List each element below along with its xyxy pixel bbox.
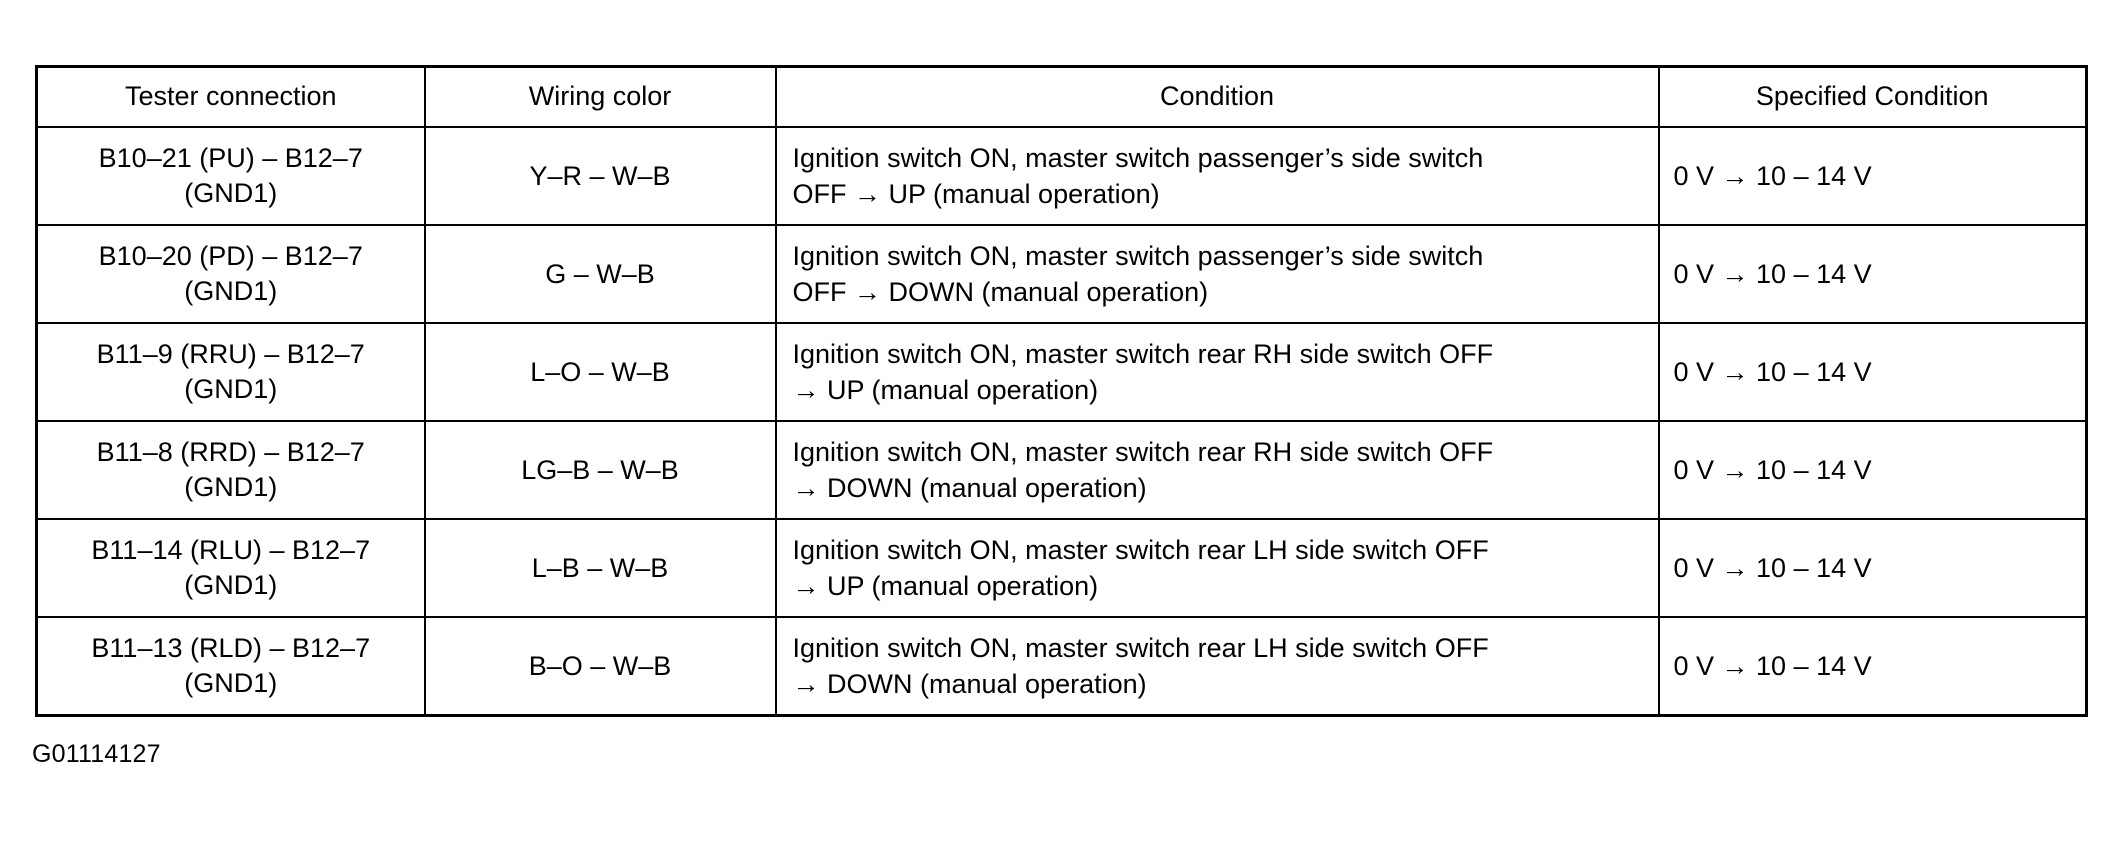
condition-line-1: Ignition switch ON, master switch rear L… — [792, 632, 1489, 663]
column-header-condition: Condition — [774, 65, 1660, 128]
condition-line-1: Ignition switch ON, master switch rear L… — [792, 534, 1489, 565]
cell-specified-condition: 0 V → 10 – 14 V — [1657, 420, 2088, 520]
cell-tester-connection: B10–20 (PD) – B12–7 (GND1) — [35, 224, 426, 324]
tester-connection-line-2: (GND1) — [184, 667, 278, 698]
condition-line-2: → UP (manual operation) — [792, 375, 1099, 405]
cell-condition: Ignition switch ON, master switch rear L… — [774, 616, 1660, 716]
condition-line-2: → DOWN (manual operation) — [792, 668, 1147, 699]
cell-wiring-color: B–O – W–B — [423, 616, 777, 716]
condition-line-2: → DOWN (manual operation) — [792, 473, 1147, 503]
cell-condition: Ignition switch ON, master switch passen… — [774, 224, 1660, 324]
table-row: B11–8 (RRD) – B12–7 (GND1) LG–B – W–B Ig… — [35, 420, 2088, 520]
tester-connection-line-2: (GND1) — [184, 276, 278, 306]
cell-condition: Ignition switch ON, master switch rear L… — [774, 518, 1660, 618]
table-row: B11–13 (RLD) – B12–7 (GND1) B–O – W–B Ig… — [35, 616, 2088, 716]
tester-connection-line-1: B10–20 (PD) – B12–7 — [98, 241, 363, 272]
cell-wiring-color: G – W–B — [423, 224, 777, 324]
tester-connection-line-2: (GND1) — [184, 472, 278, 502]
cell-tester-connection: B11–8 (RRD) – B12–7 (GND1) — [35, 420, 426, 520]
table-row: B11–14 (RLU) – B12–7 (GND1) L–B – W–B Ig… — [35, 518, 2088, 618]
cell-tester-connection: B11–14 (RLU) – B12–7 (GND1) — [35, 518, 426, 618]
cell-tester-connection: B11–9 (RRU) – B12–7 (GND1) — [35, 322, 426, 422]
tester-connection-line-1: B11–13 (RLD) – B12–7 — [91, 633, 371, 664]
cell-wiring-color: LG–B – W–B — [423, 420, 777, 520]
condition-line-1: Ignition switch ON, master switch rear R… — [792, 338, 1494, 369]
figure-code: G01114127 — [32, 740, 161, 768]
cell-wiring-color: L–O – W–B — [423, 322, 777, 422]
cell-specified-condition: 0 V → 10 – 14 V — [1657, 126, 2088, 226]
tester-connection-line-1: B11–9 (RRU) – B12–7 — [96, 339, 365, 370]
table-header: Tester connection Wiring color Condition… — [35, 65, 2088, 128]
table-body: B10–21 (PU) – B12–7 (GND1) Y–R – W–B Ign… — [35, 126, 2088, 716]
condition-line-1: Ignition switch ON, master switch rear R… — [792, 436, 1494, 467]
inspection-table: Tester connection Wiring color Condition… — [35, 65, 2088, 717]
tester-connection-line-2: (GND1) — [184, 178, 278, 208]
table-row: B11–9 (RRU) – B12–7 (GND1) L–O – W–B Ign… — [35, 322, 2088, 422]
tester-connection-line-1: B10–21 (PU) – B12–7 — [98, 143, 363, 174]
cell-tester-connection: B10–21 (PU) – B12–7 (GND1) — [35, 126, 426, 226]
tester-connection-line-1: B11–14 (RLU) – B12–7 — [91, 535, 371, 566]
condition-line-1: Ignition switch ON, master switch passen… — [792, 240, 1484, 271]
cell-condition: Ignition switch ON, master switch passen… — [774, 126, 1660, 226]
cell-condition: Ignition switch ON, master switch rear R… — [774, 322, 1660, 422]
cell-specified-condition: 0 V → 10 – 14 V — [1657, 616, 2088, 716]
condition-line-1: Ignition switch ON, master switch passen… — [792, 142, 1484, 173]
cell-specified-condition: 0 V → 10 – 14 V — [1657, 322, 2088, 422]
cell-condition: Ignition switch ON, master switch rear R… — [774, 420, 1660, 520]
tester-connection-line-1: B11–8 (RRD) – B12–7 — [96, 437, 365, 468]
column-header-wiring-color: Wiring color — [423, 65, 777, 128]
cell-wiring-color: Y–R – W–B — [423, 126, 777, 226]
table-header-row: Tester connection Wiring color Condition… — [35, 65, 2088, 128]
cell-specified-condition: 0 V → 10 – 14 V — [1657, 224, 2088, 324]
cell-specified-condition: 0 V → 10 – 14 V — [1657, 518, 2088, 618]
condition-line-2: → UP (manual operation) — [792, 571, 1099, 601]
condition-line-2: OFF → UP (manual operation) — [792, 179, 1160, 209]
cell-tester-connection: B11–13 (RLD) – B12–7 (GND1) — [35, 616, 426, 716]
column-header-tester-connection: Tester connection — [35, 65, 426, 128]
tester-connection-line-2: (GND1) — [184, 374, 278, 404]
tester-connection-line-2: (GND1) — [184, 570, 278, 600]
table-row: B10–21 (PU) – B12–7 (GND1) Y–R – W–B Ign… — [35, 126, 2088, 226]
cell-wiring-color: L–B – W–B — [423, 518, 777, 618]
table-row: B10–20 (PD) – B12–7 (GND1) G – W–B Ignit… — [35, 224, 2088, 324]
column-header-specified-condition: Specified Condition — [1657, 65, 2088, 128]
condition-line-2: OFF → DOWN (manual operation) — [792, 277, 1209, 307]
